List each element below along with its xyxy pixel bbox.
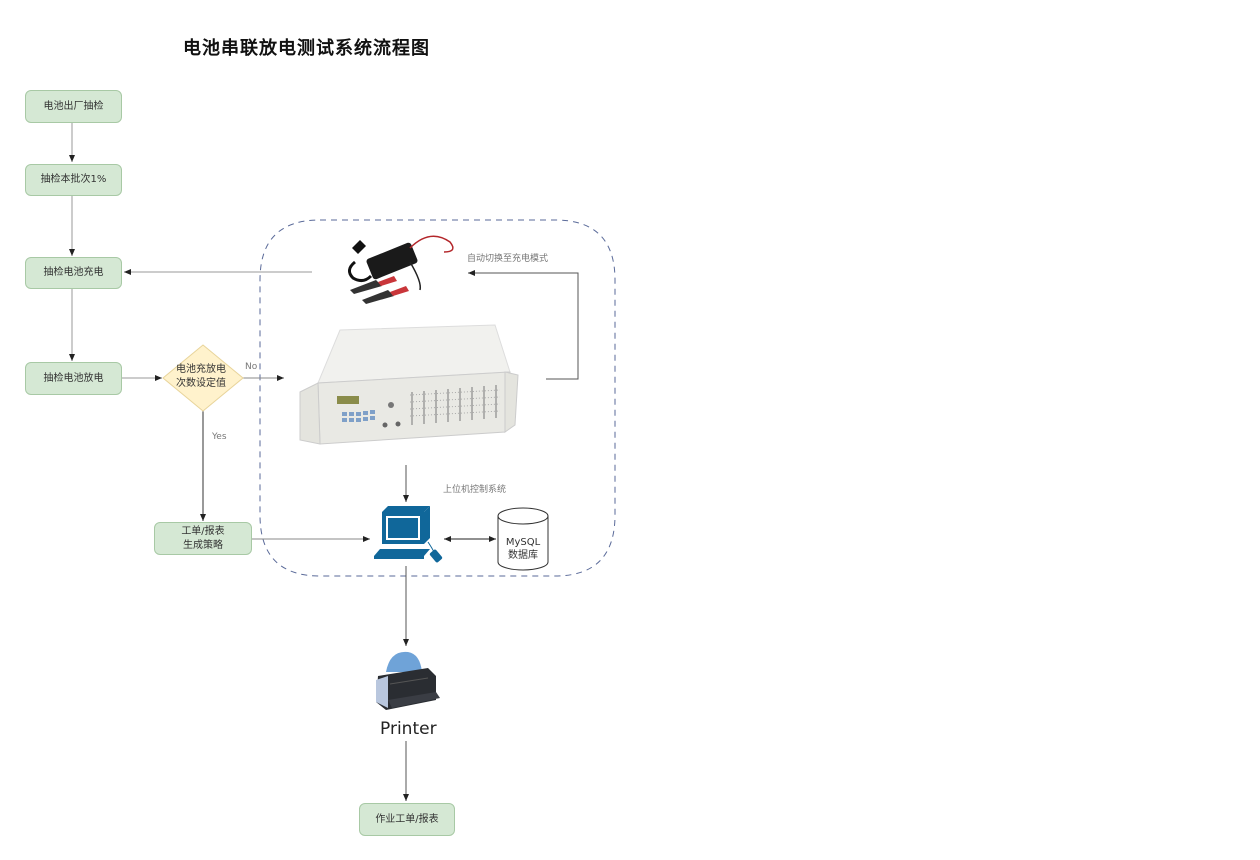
printer-icon <box>376 651 440 710</box>
node-sample-discharge: 抽检电池放电 <box>25 362 122 395</box>
node-sample-batch: 抽检本批次1% <box>25 164 122 196</box>
system-container <box>259 219 616 577</box>
node-factory-sampling: 电池出厂抽检 <box>25 90 122 123</box>
edge-label-host-control: 上位机控制系统 <box>443 485 507 495</box>
database-label-line2: 数据库 <box>508 550 538 561</box>
computer-icon <box>374 506 443 563</box>
node-sample-charge: 抽检电池充电 <box>25 257 122 289</box>
database-icon <box>497 507 549 571</box>
edge-auto-switch <box>468 270 579 380</box>
node-report-strategy-line1: 工单/报表 <box>181 525 225 537</box>
node-report-strategy: 工单/报表 生成策略 <box>154 522 252 555</box>
edge-label-yes: Yes <box>212 432 227 442</box>
edge-label-auto-switch: 自动切换至充电模式 <box>467 254 549 264</box>
decision-label-line2: 次数设定值 <box>176 378 226 389</box>
printer-label: Printer <box>380 719 437 739</box>
database-label: MySQL 数据库 <box>498 536 548 562</box>
decision-node <box>162 344 244 412</box>
charger-image <box>348 235 454 304</box>
database-label-line1: MySQL <box>505 537 541 548</box>
discharge-tester-image <box>299 324 519 445</box>
edge-label-no: No <box>245 362 258 372</box>
diagram-title: 电池串联放电测试系统流程图 <box>183 38 430 59</box>
node-final-report: 作业工单/报表 <box>359 803 455 836</box>
decision-label: 电池充放电 次数设定值 <box>165 363 237 391</box>
decision-label-line1: 电池充放电 <box>176 364 226 375</box>
node-report-strategy-line2: 生成策略 <box>183 539 223 551</box>
